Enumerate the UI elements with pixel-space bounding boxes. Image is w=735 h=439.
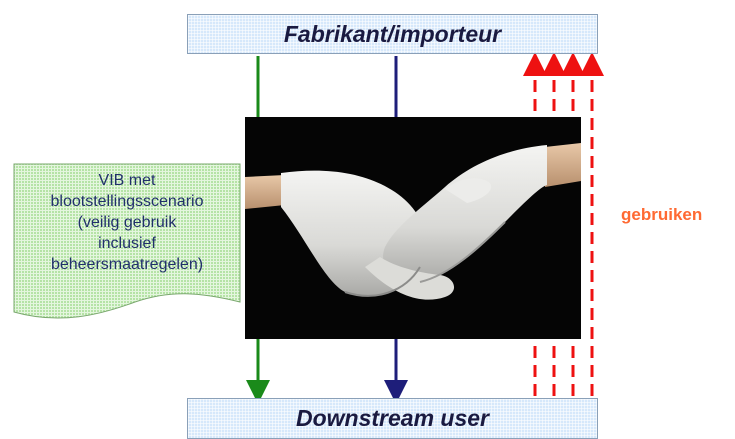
note-line: (veilig gebruik <box>77 214 177 231</box>
downstream-user-label: Downstream user <box>295 405 489 431</box>
note-line: blootstellingsscenario <box>50 193 204 210</box>
sds-note: VIB met blootstellingsscenario (veilig g… <box>14 170 240 275</box>
note-line: VIB met <box>98 172 156 189</box>
note-line: inclusief <box>98 235 156 252</box>
handshake-icon <box>245 117 581 339</box>
handshake-photo <box>245 117 581 339</box>
manufacturer-importer-label: Fabrikant/importeur <box>283 20 502 47</box>
downstream-user-box: Downstream user <box>187 398 598 439</box>
manufacturer-importer-box: Fabrikant/importeur <box>187 14 598 54</box>
use-label: gebruiken <box>621 205 703 224</box>
note-line: beheersmaatregelen) <box>50 256 204 273</box>
